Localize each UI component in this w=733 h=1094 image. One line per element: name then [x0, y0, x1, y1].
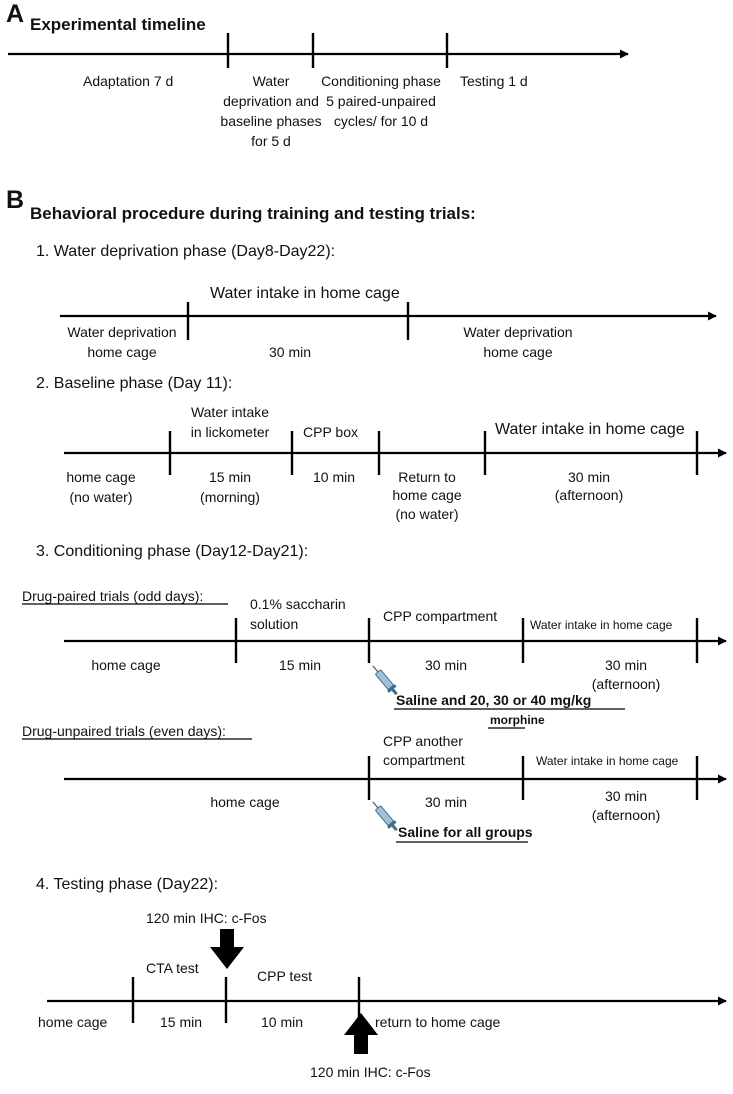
- panel-b-title: Behavioral procedure during training and…: [30, 204, 476, 223]
- phase2-lickometer-line2: in lickometer: [191, 424, 270, 440]
- experimental-timeline: [8, 33, 629, 68]
- stage-water-line2: deprivation and: [223, 93, 319, 109]
- panel-b-letter: B: [6, 186, 24, 214]
- phase2-home-above: Water intake in home cage: [495, 421, 685, 438]
- paired-injection-line1: Saline and 20, 30 or 40 mg/kg: [396, 692, 591, 708]
- stage-water-line1: Water: [253, 73, 290, 89]
- stage-conditioning-line1: Conditioning phase: [321, 73, 441, 89]
- paired-home-duration: 30 min: [605, 657, 647, 673]
- paired-home-cage: home cage: [91, 657, 160, 673]
- phase2-home-duration: 30 min: [568, 469, 610, 485]
- ihc-bottom-label: 120 min IHC: c-Fos: [310, 1064, 431, 1080]
- unpaired-cpp-line1: CPP another: [383, 733, 463, 749]
- phase2-home-cage-line1: home cage: [66, 469, 135, 485]
- unpaired-home-cage: home cage: [210, 794, 279, 810]
- phase4-title: 4. Testing phase (Day22):: [36, 876, 218, 893]
- phase2-lick-duration: 15 min: [209, 469, 251, 485]
- phase1-left-line2: home cage: [87, 344, 156, 360]
- down-arrow-icon: [210, 929, 244, 969]
- ihc-top-label: 120 min IHC: c-Fos: [146, 910, 267, 926]
- paired-cpp-compartment: CPP compartment: [383, 608, 497, 624]
- unpaired-home-above: Water intake in home cage: [536, 754, 679, 768]
- unpaired-trials-title: Drug-unpaired trials (even days):: [22, 723, 226, 739]
- stage-water-line3: baseline phases: [220, 113, 321, 129]
- cta-test-label: CTA test: [146, 960, 199, 976]
- stage-water-line4: for 5 d: [251, 133, 291, 149]
- phase1-left-line1: Water deprivation: [67, 324, 176, 340]
- stage-testing: Testing 1 d: [460, 73, 528, 89]
- cta-duration: 15 min: [160, 1014, 202, 1030]
- phase2-home-cage-line2: (no water): [69, 489, 132, 505]
- phase2-return-line3: (no water): [395, 506, 458, 522]
- unpaired-timeline: [64, 756, 727, 800]
- paired-home-time: (afternoon): [592, 676, 660, 692]
- syringe-icon: [372, 801, 398, 832]
- up-arrow-icon: [344, 1013, 378, 1054]
- phase1-right-line1: Water deprivation: [463, 324, 572, 340]
- phase2-lick-time: (morning): [200, 489, 260, 505]
- phase1-duration: 30 min: [269, 344, 311, 360]
- unpaired-home-time: (afternoon): [592, 807, 660, 823]
- cpp-duration: 10 min: [261, 1014, 303, 1030]
- paired-saccharin-duration: 15 min: [279, 657, 321, 673]
- paired-trials-title: Drug-paired trials (odd days):: [22, 588, 203, 604]
- syringe-icon: [372, 665, 398, 696]
- phase2-cpp-duration: 10 min: [313, 469, 355, 485]
- unpaired-home-duration: 30 min: [605, 788, 647, 804]
- phase3-title: 3. Conditioning phase (Day12-Day21):: [36, 543, 308, 560]
- return-home-label: return to home cage: [375, 1014, 501, 1030]
- phase1-right-line2: home cage: [483, 344, 552, 360]
- paired-saccharin-line2: solution: [250, 616, 298, 632]
- panel-a-title: Experimental timeline: [30, 15, 206, 34]
- stage-adaptation: Adaptation 7 d: [83, 73, 173, 89]
- phase2-return-line2: home cage: [392, 487, 461, 503]
- paired-saccharin-line1: 0.1% saccharin: [250, 596, 346, 612]
- cpp-test-label: CPP test: [257, 968, 312, 984]
- phase2-title: 2. Baseline phase (Day 11):: [36, 375, 232, 392]
- phase2-lickometer-line1: Water intake: [191, 404, 269, 420]
- stage-conditioning-line2: 5 paired-unpaired: [326, 93, 436, 109]
- panel-a-letter: A: [6, 0, 24, 28]
- stage-conditioning-line3: cycles/ for 10 d: [334, 113, 428, 129]
- paired-timeline: [64, 618, 727, 663]
- phase2-return-line1: Return to: [398, 469, 456, 485]
- unpaired-injection: Saline for all groups: [398, 824, 533, 840]
- unpaired-cpp-duration: 30 min: [425, 794, 467, 810]
- phase2-cpp-box: CPP box: [303, 424, 358, 440]
- phase1-title: 1. Water deprivation phase (Day8-Day22):: [36, 243, 335, 260]
- testing-home-cage: home cage: [38, 1014, 107, 1030]
- phase2-timeline: [64, 431, 727, 475]
- testing-timeline: [47, 977, 727, 1023]
- phase2-home-time: (afternoon): [555, 487, 623, 503]
- phase1-timeline: [60, 302, 717, 340]
- phase1-above-label: Water intake in home cage: [210, 285, 400, 302]
- unpaired-cpp-line2: compartment: [383, 752, 465, 768]
- paired-home-above: Water intake in home cage: [530, 618, 673, 632]
- paired-cpp-duration: 30 min: [425, 657, 467, 673]
- paired-injection-line2: morphine: [490, 713, 545, 727]
